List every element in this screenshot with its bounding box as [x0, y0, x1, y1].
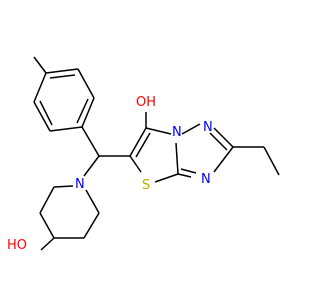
thiazole-sulfur-label: S: [142, 178, 150, 193]
bond-lines: [33, 56, 280, 251]
piperidine-nitrogen-label: N: [75, 177, 85, 192]
hydroxyl-bottom-label: HO: [7, 238, 27, 253]
triazole-top-nitrogen-label: N: [203, 120, 213, 135]
molecule-structure: OH HO N S N N N: [7, 56, 280, 253]
triazole-bottom-nitrogen-label: N: [201, 172, 211, 187]
hydroxyl-top-label: OH: [136, 95, 156, 110]
bridge-nitrogen-label: N: [172, 125, 182, 140]
